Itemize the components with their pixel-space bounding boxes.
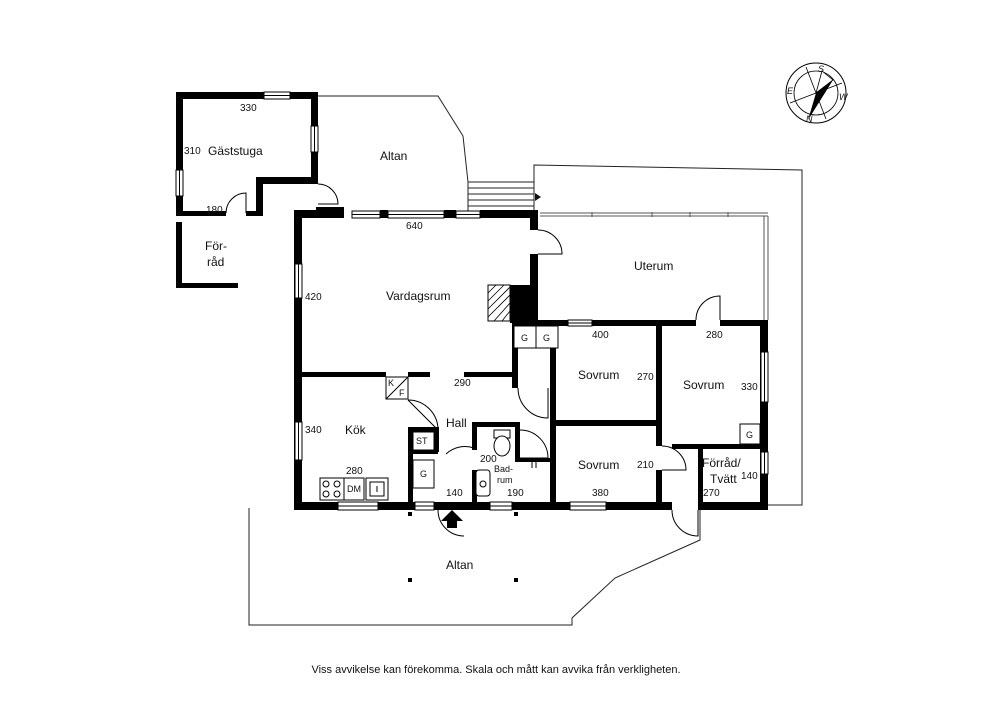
dimension-label: 340	[305, 425, 322, 436]
room-gaststuga: Gäststuga	[208, 144, 263, 158]
room-kok: Kök	[345, 423, 367, 437]
fixture-boxes	[319, 325, 761, 501]
dimension-label: 180	[206, 205, 223, 216]
dimension-label: 140	[446, 488, 463, 499]
room-altan-top: Altan	[380, 149, 407, 163]
walls	[176, 92, 768, 510]
dimension-label: 640	[406, 221, 423, 232]
room-badrum-1: Bad-	[494, 464, 513, 474]
dimension-label: 190	[507, 488, 524, 499]
fixture-f-label: F	[399, 388, 405, 398]
dimension-label: 200	[480, 454, 497, 465]
room-forrad-tvatt-1: Förråd/	[702, 456, 741, 470]
stove-icon	[322, 480, 341, 498]
dimension-label: 280	[346, 466, 363, 477]
entrance-arrow-icon	[441, 510, 463, 528]
fixture-dm-label: DM	[347, 484, 361, 494]
dimension-label: 330	[240, 103, 257, 114]
dimension-label: 140	[741, 471, 758, 482]
fixture-g-label: G	[521, 333, 528, 343]
dimension-label: 310	[184, 146, 201, 157]
dimension-label: 330	[741, 382, 758, 393]
steps	[467, 181, 534, 212]
room-sovrum-3: Sovrum	[578, 458, 619, 472]
room-uterum: Uterum	[634, 259, 673, 273]
room-vardagsrum: Vardagsrum	[386, 289, 450, 303]
fixture-st-label: ST	[416, 436, 428, 446]
disclaimer-text: Viss avvikelse kan förekomma. Skala och …	[311, 664, 681, 676]
dimension-label: 210	[637, 460, 654, 471]
step-arrow-icon	[535, 193, 541, 201]
room-forrad-tvatt-2: Tvätt	[710, 472, 737, 486]
dimension-label: 400	[592, 330, 609, 341]
dimension-label: 290	[454, 378, 471, 389]
uterum-glazing	[540, 212, 769, 320]
fixture-g-label: G	[420, 469, 427, 479]
dimension-label: 270	[637, 372, 654, 383]
shower-icon	[479, 462, 537, 488]
room-forrad-left-1: För-	[205, 239, 227, 253]
fixture-g-label: G	[543, 333, 550, 343]
fixture-g-label: G	[746, 430, 753, 440]
sink-icon	[369, 481, 385, 497]
fixture-k-label: K	[388, 378, 394, 388]
door-swings	[225, 183, 721, 537]
compass-n-label: N	[806, 114, 813, 124]
dimension-label: 270	[703, 488, 720, 499]
room-forrad-left-2: råd	[207, 255, 224, 269]
compass-s-label: S	[818, 64, 824, 74]
dimension-label: 380	[592, 488, 609, 499]
toilet-icon	[493, 429, 511, 457]
windows	[175, 91, 769, 511]
compass-w-label: W	[839, 92, 849, 102]
deck-outlines	[248, 95, 803, 626]
compass-e-label: E	[787, 86, 794, 96]
compass	[785, 62, 847, 124]
room-hall: Hall	[446, 416, 467, 430]
room-altan-bottom: Altan	[446, 558, 473, 572]
dimension-label: 280	[706, 330, 723, 341]
fireplace-hatch	[487, 284, 511, 322]
compass-needle-icon	[808, 80, 833, 120]
dimension-label: 420	[305, 292, 322, 303]
room-sovrum-2: Sovrum	[683, 378, 724, 392]
deck-posts	[408, 512, 518, 582]
room-sovrum-1: Sovrum	[578, 368, 619, 382]
room-badrum-2: rum	[497, 475, 513, 485]
